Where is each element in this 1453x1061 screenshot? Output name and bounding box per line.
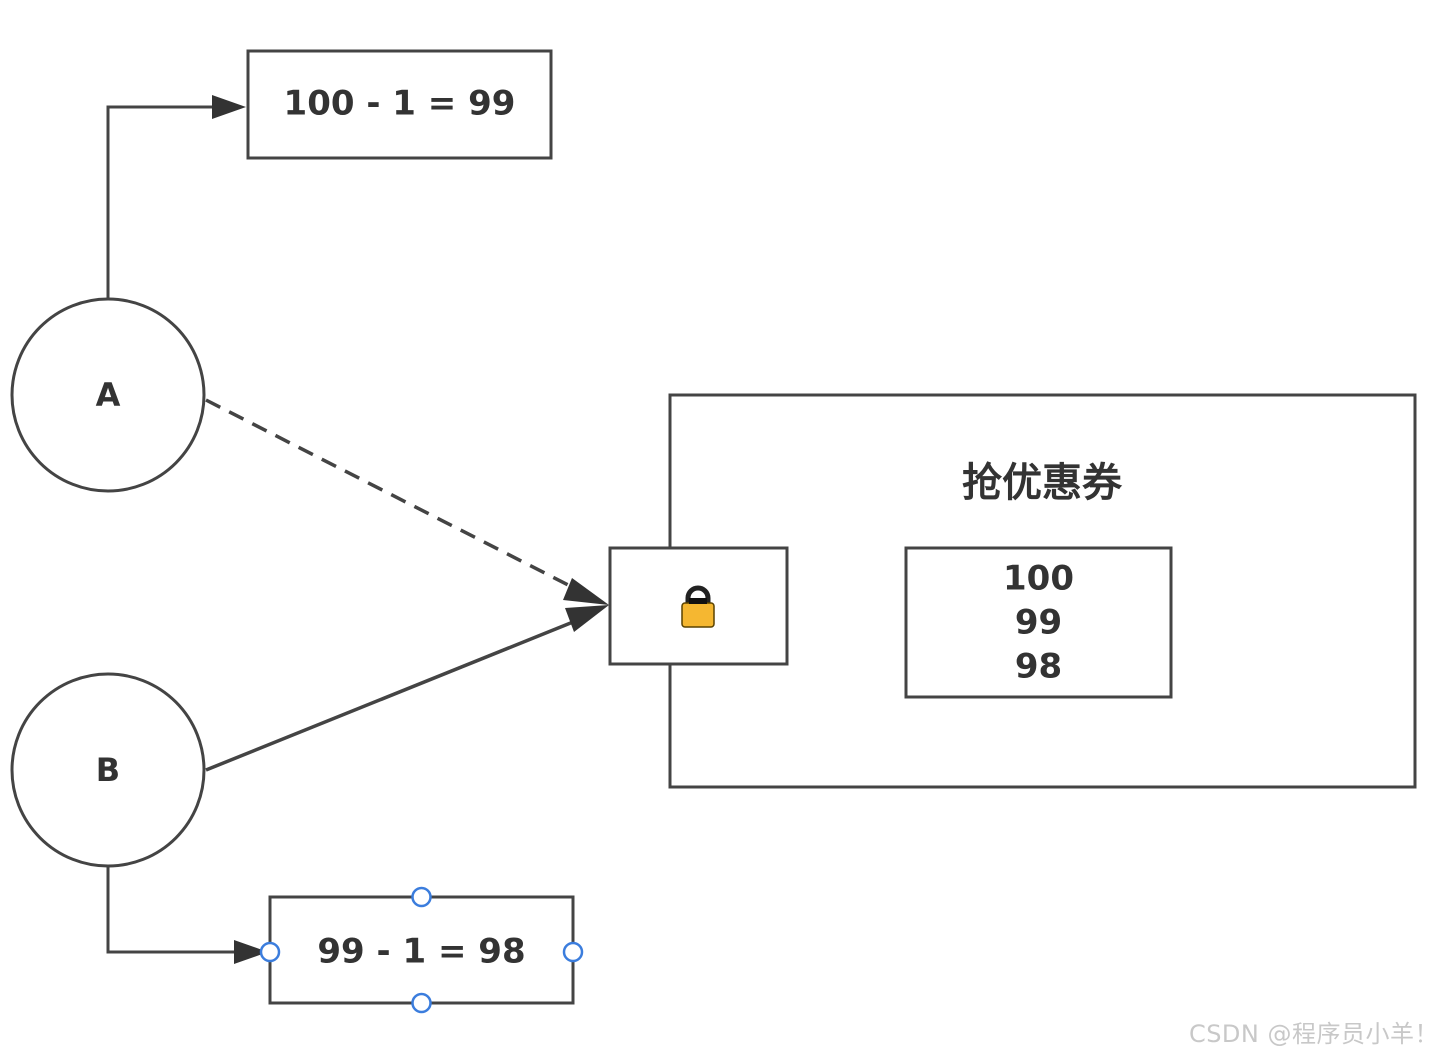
- node-a-label: A: [96, 376, 121, 414]
- arrowhead-b-to-calc-b: [234, 940, 268, 964]
- dashed-connector-a-to-lock: [205, 398, 579, 592]
- arrowhead-b-to-lock: [565, 605, 609, 632]
- arrowhead-a-to-calc-a: [212, 95, 246, 119]
- selection-handle-top[interactable]: [411, 886, 432, 908]
- stock-count-3: 98: [1015, 647, 1062, 687]
- stock-count-1: 100: [1003, 559, 1074, 599]
- selection-handle-bottom[interactable]: [411, 992, 432, 1014]
- coupon-service-title: 抢优惠券: [962, 460, 1123, 506]
- node-b[interactable]: B: [10, 672, 206, 868]
- connector-b-to-lock: [205, 618, 579, 772]
- connector-b-to-calc-b: [106, 866, 234, 954]
- lock-icon: [681, 585, 715, 628]
- calc-box-b[interactable]: 99 - 1 = 98: [259, 886, 584, 1014]
- node-b-label: B: [96, 751, 120, 789]
- stock-count-box[interactable]: 100 99 98: [904, 546, 1173, 699]
- calc-box-a[interactable]: 100 - 1 = 99: [246, 49, 553, 160]
- selection-handle-left[interactable]: [259, 941, 281, 963]
- watermark: CSDN @程序员小羊！: [1188, 1020, 1439, 1048]
- node-a[interactable]: A: [10, 297, 206, 493]
- calc-box-a-text: 100 - 1 = 99: [284, 84, 516, 124]
- selection-handle-right[interactable]: [562, 941, 584, 963]
- arrowhead-a-to-lock: [563, 578, 609, 605]
- lock-box[interactable]: [608, 546, 789, 666]
- connector-a-to-calc-a: [106, 105, 212, 298]
- stock-count-2: 99: [1015, 603, 1062, 643]
- calc-box-b-text: 99 - 1 = 98: [317, 932, 525, 972]
